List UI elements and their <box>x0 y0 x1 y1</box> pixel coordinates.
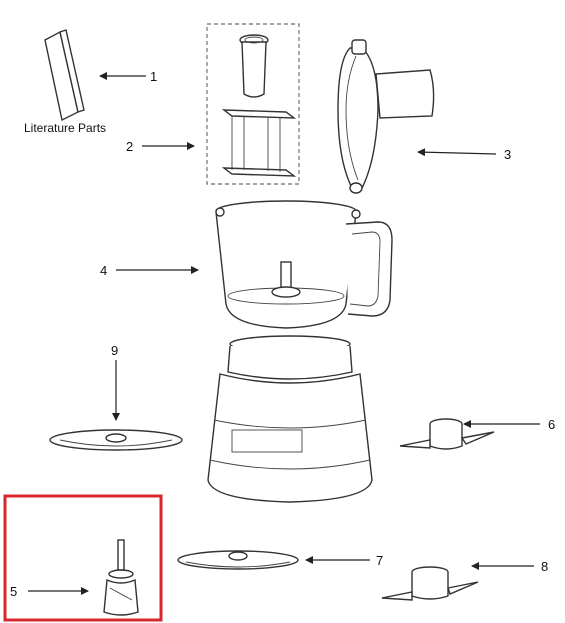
callout-3: 3 <box>504 147 511 162</box>
callout-9: 9 <box>111 343 118 358</box>
feed-tube <box>221 109 297 177</box>
work-bowl-lid <box>337 39 435 194</box>
work-bowl <box>215 200 393 329</box>
food-pusher <box>239 34 269 98</box>
callout-6: 6 <box>548 417 555 432</box>
callout-lines <box>28 72 540 595</box>
multipurpose-blade <box>399 418 495 450</box>
highlighted-part-box <box>3 494 163 622</box>
callout-2: 2 <box>126 139 133 154</box>
slicing-disc <box>49 429 183 451</box>
callout-7: 7 <box>376 553 383 568</box>
shredding-disc <box>177 550 299 570</box>
literature-parts-caption: Literature Parts <box>24 121 106 135</box>
feed-tube-group-box <box>206 23 300 185</box>
literature-booklet <box>44 29 85 122</box>
callout-5: 5 <box>10 584 17 599</box>
drive-adapter <box>103 539 139 616</box>
callout-4: 4 <box>100 263 107 278</box>
callout-8: 8 <box>541 559 548 574</box>
callout-1: 1 <box>150 69 157 84</box>
motor-base <box>207 335 373 503</box>
dough-blade <box>381 566 479 601</box>
